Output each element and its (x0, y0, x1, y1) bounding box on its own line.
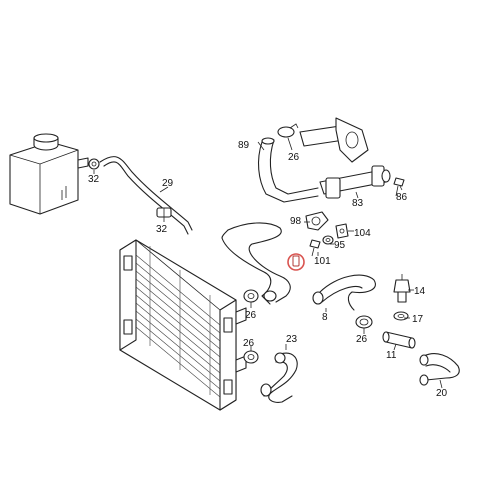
hose-20[interactable] (419, 353, 460, 386)
clamp-26-hose-8[interactable] (355, 315, 373, 329)
hose-8[interactable] (312, 274, 376, 311)
callout-26-radiator-lower: 26 (243, 338, 255, 349)
callout-labels: 89 26 32 29 83 86 32 98 104 95 101 14 8 … (88, 140, 448, 399)
pipe-11[interactable] (382, 331, 416, 349)
bolt-86[interactable] (393, 177, 405, 197)
callout-98: 98 (290, 216, 302, 227)
hose-89[interactable] (257, 137, 319, 203)
pipe-83[interactable] (319, 165, 391, 199)
bracket-104[interactable] (335, 223, 349, 239)
callout-8: 8 (322, 312, 328, 323)
small-bolt-icon (292, 255, 300, 267)
callout-32-lower: 32 (156, 224, 168, 235)
callout-101: 101 (314, 256, 331, 267)
bolt-101[interactable] (309, 239, 321, 257)
highlight-ring (287, 253, 305, 271)
callout-83: 83 (352, 198, 364, 209)
callout-14: 14 (414, 286, 426, 297)
highlighted-part[interactable] (287, 253, 305, 271)
callout-26-top: 26 (288, 152, 300, 163)
washer-17[interactable] (393, 311, 409, 321)
callout-11: 11 (386, 350, 397, 361)
callout-32-upper: 32 (88, 174, 100, 185)
thermostat-housing[interactable] (299, 117, 369, 163)
callout-95: 95 (334, 240, 346, 251)
clamp-26-top[interactable] (277, 123, 299, 138)
callout-26-hose-8: 26 (356, 334, 368, 345)
expansion-tank[interactable] (9, 133, 89, 215)
clamp-hose-middle[interactable] (263, 290, 277, 302)
sensor-14[interactable] (393, 274, 411, 303)
radiator[interactable] (119, 239, 247, 411)
leader-lines (93, 137, 443, 389)
clamp-32-upper[interactable] (88, 158, 100, 170)
clamp-26-radiator-upper[interactable] (243, 289, 259, 303)
clamp-98[interactable] (305, 211, 329, 231)
hose-29[interactable] (99, 156, 193, 235)
washer-95[interactable] (322, 235, 334, 245)
callout-86: 86 (396, 192, 408, 203)
callout-20: 20 (436, 388, 448, 399)
callout-29: 29 (162, 178, 174, 189)
clamp-32-lower[interactable] (156, 207, 172, 218)
callout-23: 23 (286, 334, 298, 345)
callout-17: 17 (412, 314, 424, 325)
clamp-26-radiator-lower[interactable] (243, 350, 259, 364)
callout-26-radiator-upper: 26 (245, 310, 257, 321)
hose-23[interactable] (260, 352, 298, 403)
callout-104: 104 (354, 228, 371, 239)
callout-89: 89 (238, 140, 250, 151)
